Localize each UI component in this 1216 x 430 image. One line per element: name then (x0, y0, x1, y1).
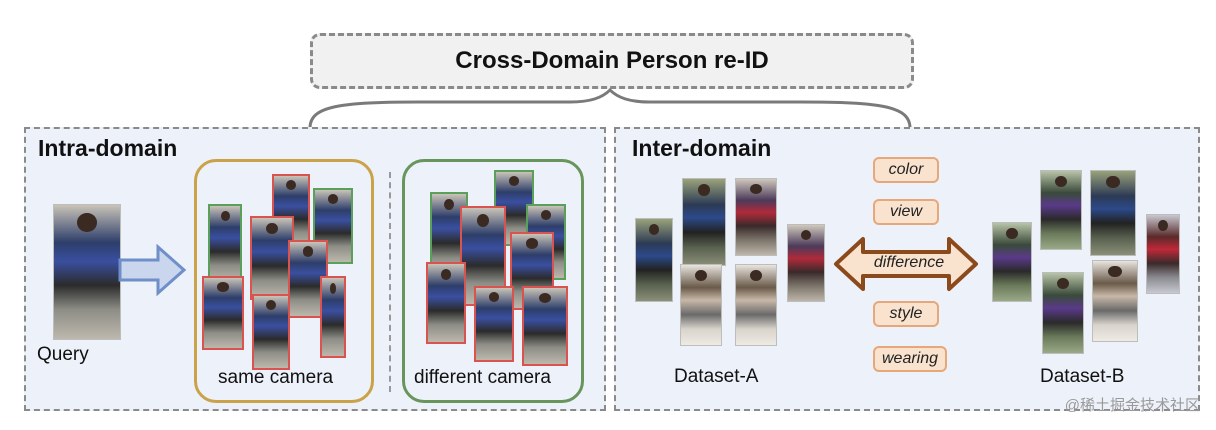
person-crop (313, 188, 353, 264)
person-crop (426, 262, 466, 344)
dataset-a-image (680, 264, 722, 346)
dataset-b-image (1042, 272, 1084, 354)
same-camera-label: same camera (218, 367, 334, 388)
factor-tag-view: view (873, 199, 939, 225)
dataset-a-image (682, 178, 726, 266)
factor-tag-style: style (873, 301, 939, 327)
dataset-b-image (1146, 214, 1180, 294)
person-crop (320, 276, 346, 358)
query-label: Query (37, 344, 89, 365)
dataset-a-image (735, 264, 777, 346)
person-crop (202, 276, 244, 350)
inter-domain-title: Inter-domain (632, 135, 772, 161)
person-crop (474, 286, 514, 362)
person-crop (522, 286, 568, 366)
dataset-b-image (992, 222, 1032, 302)
different-camera-label: different camera (414, 367, 551, 388)
intra-domain-title: Intra-domain (38, 135, 178, 161)
query-image (53, 204, 121, 340)
dataset-a-image (735, 178, 777, 256)
dataset-b-image (1090, 170, 1136, 256)
group-divider (389, 172, 391, 392)
difference-arrow-icon (834, 237, 978, 291)
same-camera-group (194, 159, 374, 403)
dataset-b-image (1040, 170, 1082, 250)
different-camera-group (402, 159, 584, 403)
diagram-title: Cross-Domain Person re-ID (310, 33, 914, 89)
factor-tag-wearing: wearing (873, 346, 947, 372)
dataset-a-image (787, 224, 825, 302)
dataset-b-image (1092, 260, 1138, 342)
watermark: @稀土掘金技术社区 (1064, 397, 1200, 414)
person-crop (208, 204, 242, 284)
factor-tag-color: color (873, 157, 939, 183)
factor-difference-label: difference (873, 254, 945, 271)
dataset-a-image (635, 218, 673, 302)
query-arrow-icon (118, 244, 187, 296)
curly-brace (308, 88, 912, 129)
dataset-a-label: Dataset-A (674, 366, 759, 387)
person-crop (252, 294, 290, 370)
dataset-b-label: Dataset-B (1040, 366, 1125, 387)
